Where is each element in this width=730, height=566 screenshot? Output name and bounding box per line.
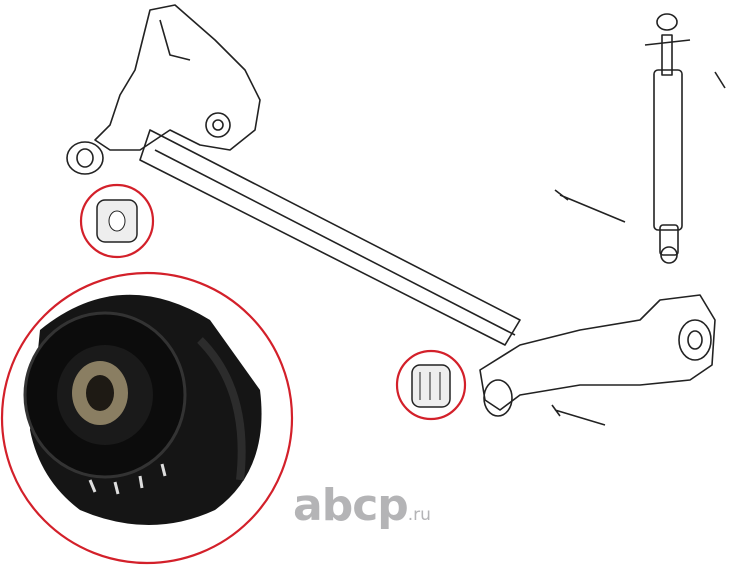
shock-absorber [644,13,691,264]
right-trailing-arm [479,294,716,411]
highlight-circle-right [395,349,467,421]
bushing-small-left [96,199,138,243]
left-trailing-arm [94,4,261,151]
watermark-tld: .ru [407,505,431,525]
bushing-small-right [411,364,451,408]
highlight-circle-left [79,183,155,259]
bolt [551,404,606,426]
bushing-photo [23,294,262,525]
abcp-watermark-logo: abcp.ru [293,480,431,531]
highlight-circle-large [0,271,294,565]
bolt [554,189,626,223]
watermark-main: abcp [293,480,409,531]
bolt [714,71,726,89]
torsion-beam [139,129,521,346]
